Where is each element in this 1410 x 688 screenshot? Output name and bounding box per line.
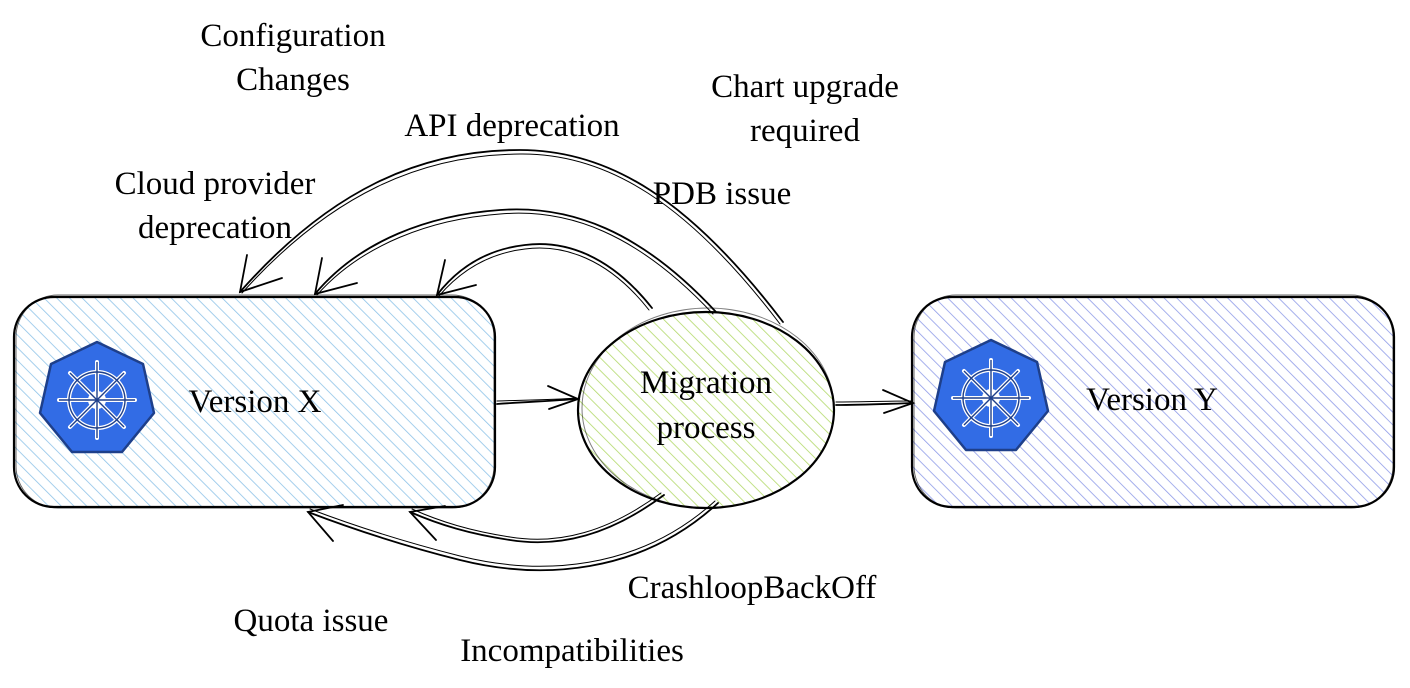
migration-label-line-1: Migration bbox=[640, 365, 772, 401]
arrow-outer-feedback bbox=[239, 149, 784, 323]
migration-process-node: Migration process bbox=[576, 307, 836, 510]
issue-labels-above: Configuration Changes API deprecation Ch… bbox=[115, 18, 899, 246]
arrow-middle-feedback bbox=[314, 208, 717, 313]
pdb-issue-label: PDB issue bbox=[653, 176, 791, 212]
issue-labels-below: CrashloopBackOff Quota issue Incompatibi… bbox=[234, 570, 877, 669]
incompatibilities-label: Incompatibilities bbox=[460, 633, 684, 669]
version-y-label: Version Y bbox=[1086, 382, 1218, 418]
chart-upgrade-line-2: required bbox=[750, 113, 860, 149]
forward-arrows bbox=[496, 385, 916, 414]
arrow-x-to-migration-head bbox=[547, 385, 581, 410]
crashloop-backoff-label: CrashloopBackOff bbox=[628, 570, 877, 606]
cloud-provider-deprecation-line-2: deprecation bbox=[138, 210, 292, 246]
arrow-outer-feedback-head bbox=[238, 254, 283, 294]
arrow-lower-inner-feedback-head bbox=[408, 505, 446, 541]
configuration-changes-line-2: Changes bbox=[236, 62, 350, 98]
arrow-lower-outer-feedback-head bbox=[306, 504, 344, 542]
version-y-node: Version Y bbox=[910, 294, 1396, 509]
arrow-migration-to-y-head bbox=[882, 389, 916, 414]
arrow-inner-feedback bbox=[436, 243, 653, 309]
chart-upgrade-line-1: Chart upgrade bbox=[711, 69, 899, 105]
arrow-lower-outer-feedback bbox=[307, 502, 719, 571]
migration-label-line-2: process bbox=[657, 410, 756, 446]
cloud-provider-deprecation-line-1: Cloud provider bbox=[115, 166, 316, 202]
arrow-inner-feedback-head bbox=[435, 259, 477, 297]
arrow-migration-to-y bbox=[835, 402, 913, 406]
configuration-changes-line-1: Configuration bbox=[200, 18, 385, 54]
version-x-node: Version X bbox=[12, 294, 497, 509]
api-deprecation-label: API deprecation bbox=[404, 108, 619, 144]
arrow-middle-feedback-head bbox=[313, 257, 358, 296]
quota-issue-label: Quota issue bbox=[234, 603, 389, 639]
arrow-x-to-migration bbox=[496, 398, 578, 405]
feedback-arrows-above bbox=[238, 149, 784, 325]
arrow-lower-inner-feedback bbox=[409, 494, 665, 544]
version-x-label: Version X bbox=[189, 384, 322, 420]
feedback-arrows-below bbox=[306, 492, 719, 571]
